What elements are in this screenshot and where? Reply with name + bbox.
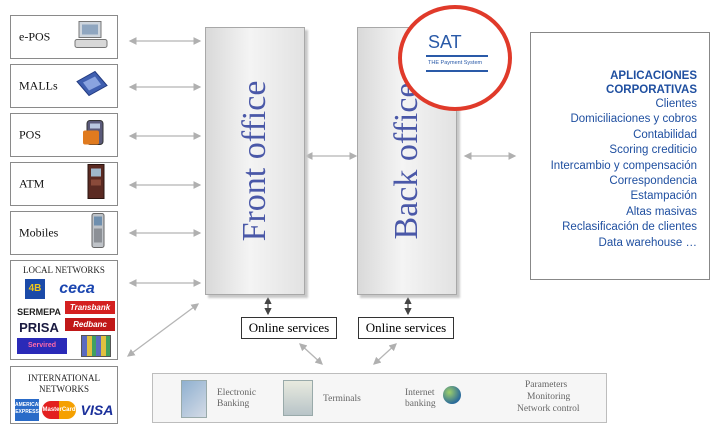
channel-label: ATM: [19, 176, 45, 191]
sat-rule-2: [426, 70, 488, 72]
international-title-1: INTERNATIONAL: [28, 373, 100, 383]
channel-label: MALLs: [19, 78, 58, 93]
channel-epos: e-POS: [10, 15, 118, 59]
channel-mobiles: Mobiles: [10, 211, 118, 255]
apps-item: Estampación: [630, 190, 697, 203]
online-services-back: Online services: [358, 317, 454, 339]
computer-icon: [73, 20, 109, 55]
arrow-online2-bottom: [373, 343, 397, 365]
sat-ring: [398, 5, 512, 111]
params-label-1: Parameters: [525, 380, 568, 390]
logo-4b: 4B: [25, 279, 45, 299]
logo-visa: VISA: [80, 402, 114, 418]
logo-amex: AMERICAN EXPRESS: [15, 399, 42, 421]
corporate-applications: APLICACIONES CORPORATIVAS Clientes Domic…: [530, 32, 710, 280]
electronic-banking-icon: [181, 380, 207, 418]
apps-item: Contabilidad: [633, 128, 697, 141]
apps-item: Domiciliaciones y cobros: [570, 113, 697, 126]
online-services-front: Online services: [241, 317, 337, 339]
sat-rule-1: [426, 55, 488, 57]
apps-item: Intercambio y compensación: [550, 159, 697, 172]
logo-ceca: ceca: [59, 280, 95, 297]
apps-item: Scoring crediticio: [609, 144, 697, 157]
logo-redbanc: Redbanc: [65, 318, 115, 331]
logo-mastercard: MasterCard: [42, 401, 76, 419]
channel-label: Mobiles: [19, 225, 59, 240]
logo-sermepa: SERMEPA: [17, 307, 61, 317]
electronic-banking-label-1: Electronic: [217, 388, 257, 398]
bottom-services-strip: Electronic Banking Terminals Internet ba…: [152, 373, 607, 423]
apps-item: Clientes: [655, 98, 697, 110]
channel-atm: ATM: [10, 162, 118, 206]
international-networks-box: INTERNATIONAL NETWORKS AMERICAN EXPRESS …: [10, 366, 118, 424]
internet-banking-label-1: Internet: [405, 388, 435, 398]
params-label-3: Network control: [517, 404, 580, 414]
apps-header-1: APLICACIONES: [610, 70, 697, 82]
logo-transbank: Transbank: [65, 301, 115, 314]
apps-item: Data warehouse …: [598, 236, 697, 249]
arrow-online1-bottom: [299, 343, 323, 365]
shopping-icon: [73, 68, 109, 105]
mobile-phone-icon: [87, 213, 109, 254]
apps-item: Altas masivas: [626, 205, 697, 218]
international-title-2: NETWORKS: [39, 384, 89, 394]
local-networks-title: LOCAL NETWORKS: [23, 265, 105, 275]
terminals-label: Terminals: [323, 394, 361, 404]
terminals-icon: [283, 380, 313, 416]
pos-terminal-icon: [79, 117, 109, 154]
logo-prisa: PRISA: [19, 320, 59, 335]
params-label-2: Monitoring: [527, 392, 571, 402]
apps-header-2: CORPORATIVAS: [606, 84, 697, 96]
channel-malls: MALLs: [10, 64, 118, 108]
electronic-banking-label-2: Banking: [217, 399, 250, 409]
internet-banking-label-2: banking: [405, 399, 436, 409]
atm-icon: [83, 164, 109, 205]
apps-item: Correspondencia: [609, 175, 697, 188]
arrow-international: [126, 303, 200, 357]
sat-logo: SAT THE Payment System: [398, 5, 512, 111]
front-office-label: Front office: [236, 80, 273, 242]
apps-item: Reclasificación de clientes: [562, 221, 697, 234]
local-networks-box: LOCAL NETWORKS 4B ceca Transbank SERMEPA…: [10, 260, 118, 360]
logo-grid-icon: [81, 335, 111, 357]
logo-servired: Servired: [17, 338, 67, 354]
globe-icon: [443, 386, 461, 404]
sat-subtitle: THE Payment System: [428, 60, 483, 66]
channel-label: e-POS: [19, 29, 51, 44]
channel-label: POS: [19, 127, 42, 142]
sat-title: SAT: [428, 32, 462, 52]
front-office: Front office: [205, 27, 305, 295]
channel-pos: POS: [10, 113, 118, 157]
